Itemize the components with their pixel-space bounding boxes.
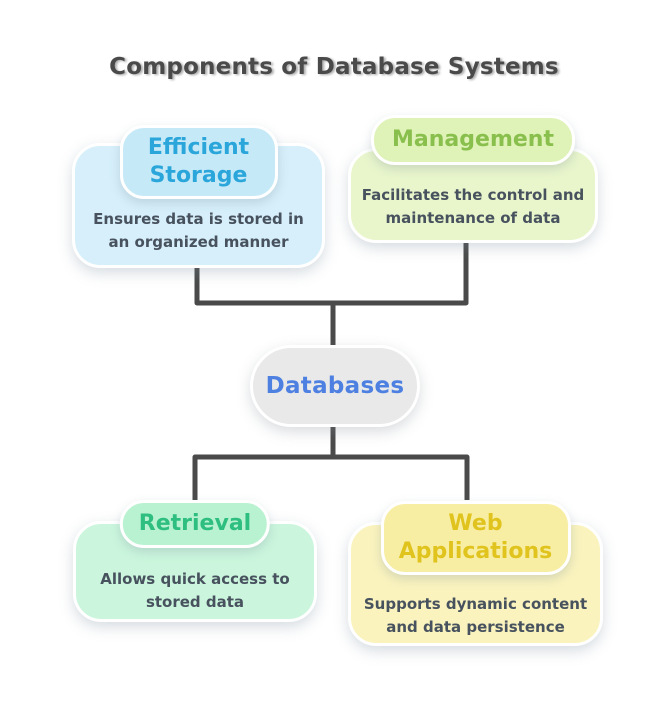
node-retrieval-description: Allows quick access to stored data xyxy=(100,570,290,611)
node-management-description: Facilitates the control and maintenance … xyxy=(361,186,585,227)
node-retrieval: Retrieval Allows quick access to stored … xyxy=(73,500,317,622)
node-management-label: Management xyxy=(371,115,575,166)
node-management: Management Facilitates the control and m… xyxy=(348,115,598,243)
node-web-applications: Web Applications Supports dynamic conten… xyxy=(348,501,603,646)
node-efficient-storage: Efficient Storage Ensures data is stored… xyxy=(72,125,325,268)
connector-bottom-branch xyxy=(192,454,470,500)
node-databases: Databases xyxy=(250,345,420,427)
node-databases-label: Databases xyxy=(265,373,405,399)
node-efficient-storage-label: Efficient Storage xyxy=(119,125,278,200)
diagram-title: Components of Database Systems xyxy=(109,54,559,80)
node-web-applications-description: Supports dynamic content and data persis… xyxy=(363,595,588,636)
node-retrieval-label: Retrieval xyxy=(119,500,271,549)
node-web-applications-label: Web Applications xyxy=(380,501,571,576)
node-efficient-storage-description: Ensures data is stored in an organized m… xyxy=(93,210,304,251)
